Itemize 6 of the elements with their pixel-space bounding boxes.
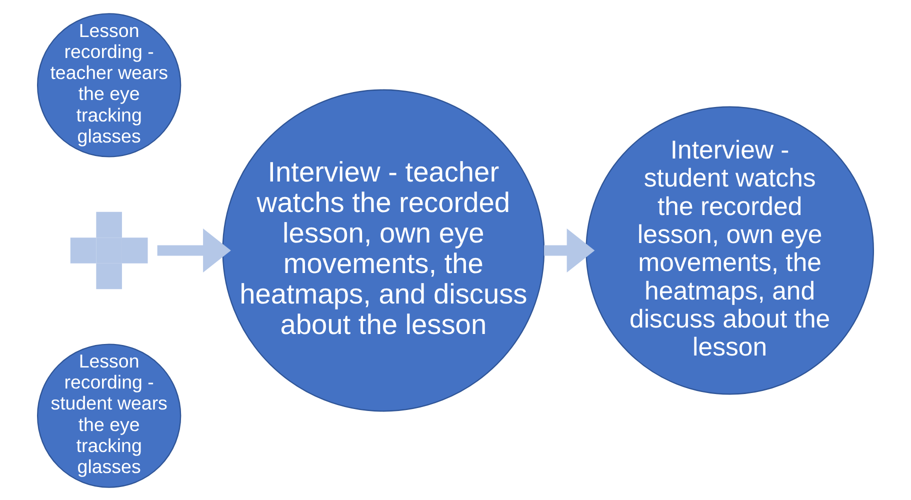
node-circle: Lesson recording - teacher wears the eye tracking glasses: [36, 12, 182, 157]
node-circle: Interview - student watchs the recorded lesson, own eye movements, the heatmaps, and discuss about the lesson: [586, 106, 874, 394]
arrow: [157, 228, 231, 272]
arrow: [544, 228, 595, 272]
node-circle: Lesson recording - student wears the eye tracking glasses: [36, 343, 182, 488]
node-circle: Interview - teacher watchs the recorded lesson, own eye movements, the heatmaps, and discuss about the lesson: [222, 88, 545, 412]
